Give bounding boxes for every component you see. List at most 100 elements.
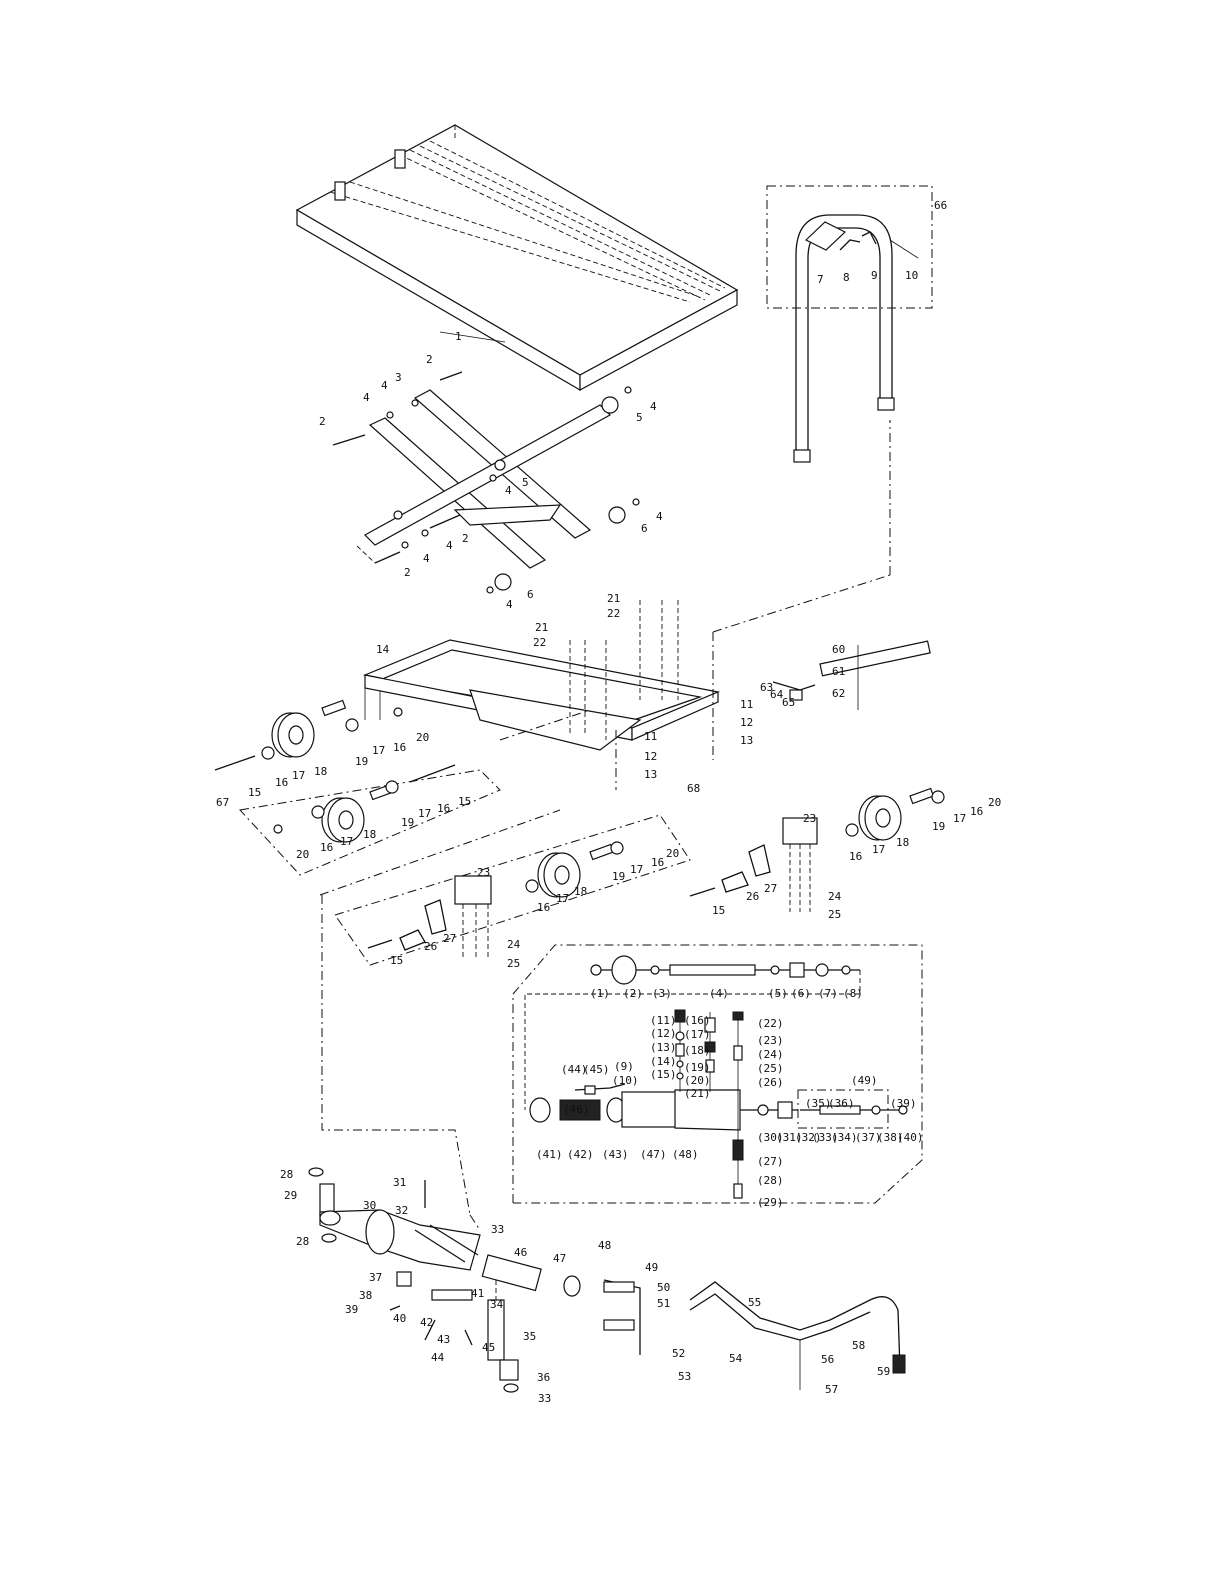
part-callout: 48	[598, 1239, 611, 1252]
part-callout: 47	[553, 1252, 566, 1265]
part-callout: 33	[491, 1223, 504, 1236]
part-callout: 19	[401, 816, 414, 829]
part-callout: 21	[607, 592, 620, 605]
part-callout: 4	[446, 539, 453, 552]
part-callout: 5	[636, 411, 643, 424]
part-callout: 6	[527, 588, 534, 601]
part-callout: 9	[871, 269, 878, 282]
part-callout: (25)	[757, 1062, 784, 1075]
part-callout: 53	[678, 1370, 691, 1383]
part-callout: 58	[852, 1339, 865, 1352]
part-callout: (46)	[563, 1103, 590, 1116]
part-callout: 20	[666, 847, 679, 860]
part-callout: 11	[740, 698, 753, 711]
part-callout: (21)	[684, 1087, 711, 1100]
part-callout: 12	[644, 750, 657, 763]
part-callout: 12	[740, 716, 753, 729]
part-callout: 2	[426, 353, 433, 366]
part-callout: 49	[645, 1261, 658, 1274]
part-callout: 15	[712, 904, 725, 917]
part-callout: (30)	[757, 1131, 784, 1144]
part-callout: 16	[393, 741, 406, 754]
part-callout: 7	[817, 273, 824, 286]
part-callout: (18)	[684, 1044, 711, 1057]
base-frame	[362, 600, 931, 790]
part-callout: 62	[832, 687, 845, 700]
part-callout: 13	[740, 734, 753, 747]
handle-assembly	[766, 185, 933, 463]
part-callout: 4	[363, 391, 370, 404]
part-callout: 26	[424, 940, 437, 953]
part-callout: 16	[275, 776, 288, 789]
part-callout: 44	[431, 1351, 445, 1364]
part-callout: (48)	[672, 1148, 699, 1161]
part-callout: 19	[355, 755, 368, 768]
pump-detail-box	[512, 944, 923, 1204]
part-callout: (23)	[757, 1034, 784, 1047]
part-callout: 66	[934, 199, 947, 212]
part-callout: (39)	[890, 1097, 917, 1110]
part-callout: 32	[395, 1204, 408, 1217]
part-callout: (17)	[684, 1028, 711, 1041]
part-callout: (34)	[831, 1131, 858, 1144]
part-callout: (37)	[855, 1131, 882, 1144]
part-callout: 31	[393, 1176, 406, 1189]
part-callout: 35	[523, 1330, 536, 1343]
part-callout: 13	[644, 768, 657, 781]
part-callout: 20	[416, 731, 429, 744]
part-callout: 64	[770, 688, 784, 701]
part-callout: 51	[657, 1297, 670, 1310]
part-callout: 37	[369, 1271, 382, 1284]
part-callout: 17	[630, 863, 643, 876]
part-callout: 41	[471, 1287, 484, 1300]
part-callout: 18	[896, 836, 909, 849]
part-callout: 52	[672, 1347, 685, 1360]
part-callout: 17	[556, 892, 569, 905]
part-callout: 39	[345, 1303, 358, 1316]
part-callout: 19	[612, 870, 625, 883]
part-callout: 16	[970, 805, 983, 818]
part-callout: (15)	[650, 1068, 677, 1081]
part-callout: 4	[423, 552, 430, 565]
part-callout: 55	[748, 1296, 761, 1309]
part-callout: (9)	[614, 1060, 634, 1073]
part-callout: (35)	[805, 1097, 832, 1110]
part-callout: 4	[381, 379, 388, 392]
part-callout: 16	[849, 850, 862, 863]
part-callout: (36)	[828, 1097, 855, 1110]
part-callout: (41)	[536, 1148, 563, 1161]
hydraulic-cylinder	[308, 895, 906, 1393]
part-callout: (38)	[877, 1131, 904, 1144]
part-callout: 25	[507, 957, 520, 970]
part-callout: (14)	[650, 1055, 677, 1068]
part-callout: (11)	[650, 1014, 677, 1027]
part-callout: (12)	[650, 1027, 677, 1040]
part-callout: 17	[953, 812, 966, 825]
table-top-assembly	[295, 124, 739, 392]
part-callout: (22)	[757, 1017, 784, 1030]
part-callout: 16	[651, 856, 664, 869]
part-callout: (26)	[757, 1076, 784, 1089]
part-callout: 6	[641, 522, 648, 535]
part-callout: (28)	[757, 1174, 784, 1187]
part-callout: 28	[296, 1235, 309, 1248]
part-callout: (27)	[757, 1155, 784, 1168]
part-callout: 22	[533, 636, 546, 649]
part-callout: 61	[832, 665, 845, 678]
part-callout: 45	[482, 1341, 495, 1354]
part-callout: 18	[314, 765, 327, 778]
part-callout: 27	[764, 882, 777, 895]
part-callout: (16)	[684, 1014, 711, 1027]
part-callout: 30	[363, 1199, 376, 1212]
part-callout: (49)	[851, 1074, 878, 1087]
part-callout: 17	[292, 769, 305, 782]
part-callout: 54	[729, 1352, 743, 1365]
part-callout: 46	[514, 1246, 527, 1259]
part-callout: 33	[538, 1392, 551, 1405]
part-callout: 21	[535, 621, 548, 634]
part-callout: 34	[490, 1298, 504, 1311]
part-callout: 15	[248, 786, 261, 799]
part-callout: (40)	[897, 1131, 924, 1144]
part-callout: (47)	[640, 1148, 667, 1161]
